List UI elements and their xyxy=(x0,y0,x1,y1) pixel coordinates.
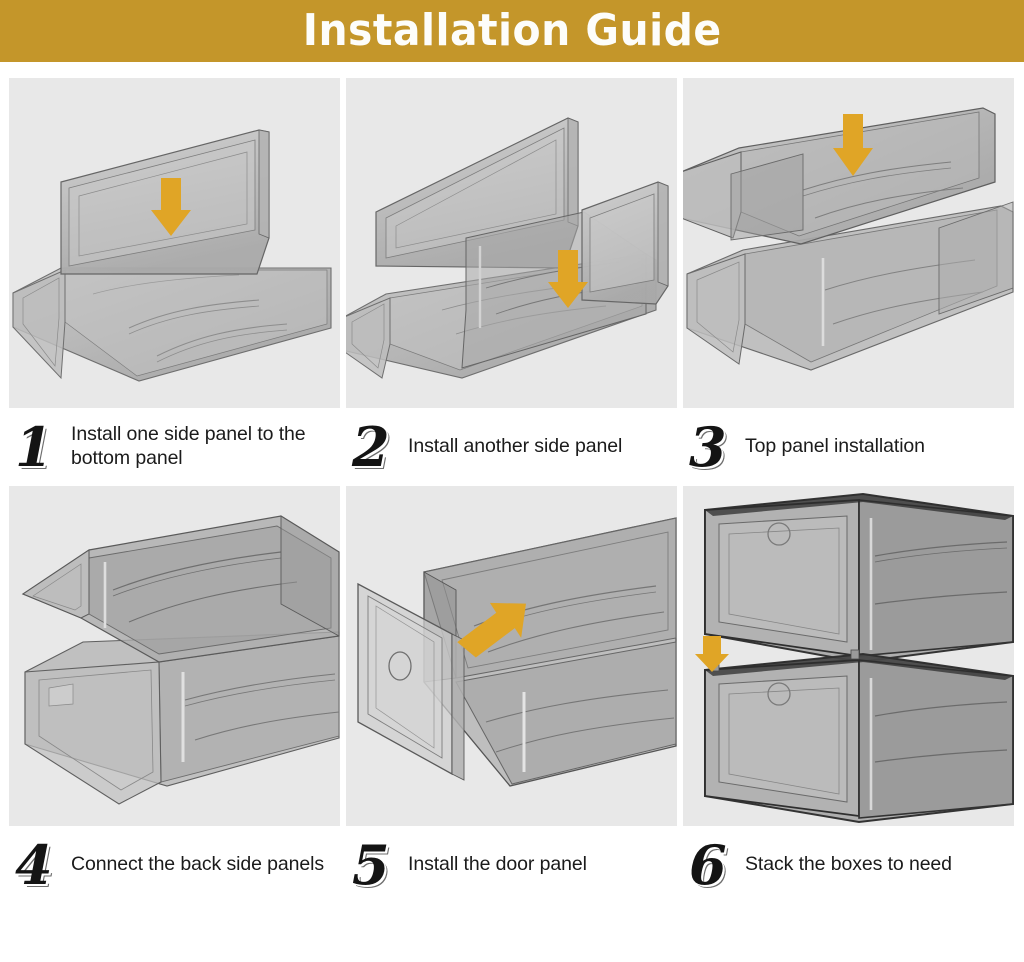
step-1-caption: 1 Install one side panel to the bottom p… xyxy=(9,408,340,486)
top-panel-shape xyxy=(683,107,996,245)
step-3-figure xyxy=(683,78,1014,408)
step-4-figure xyxy=(9,486,340,826)
step-3-number: 3 xyxy=(689,415,727,479)
step-1-text: Install one side panel to the bottom pan… xyxy=(71,423,306,469)
step-1-number: 1 xyxy=(15,415,53,479)
step-cell-3: 3 Top panel installation xyxy=(680,78,1017,486)
step-6-number: 6 xyxy=(689,833,727,897)
step-4-caption: 4 Connect the back side panels xyxy=(9,826,340,904)
down-arrow-icon xyxy=(151,178,191,236)
down-arrow-icon xyxy=(833,114,873,176)
step-5-caption: 5 Install the door panel xyxy=(346,826,677,904)
step-2-caption: 2 Install another side panel xyxy=(346,408,677,486)
step-2-text: Install another side panel xyxy=(408,435,623,458)
installation-steps-grid: 1 Install one side panel to the bottom p… xyxy=(0,62,1024,904)
step-4-text: Connect the back side panels xyxy=(71,853,325,876)
step-5-figure xyxy=(346,486,677,826)
step-1-figure xyxy=(9,78,340,408)
lower-assembly-shape xyxy=(686,201,1014,371)
step-row-bottom: 4 Connect the back side panels xyxy=(6,486,1018,904)
step-cell-5: 5 Install the door panel xyxy=(343,486,680,904)
down-arrow-icon xyxy=(548,250,588,308)
step-2-figure xyxy=(346,78,677,408)
step-3-caption: 3 Top panel installation xyxy=(683,408,1014,486)
header-banner: Installation Guide xyxy=(0,0,1024,62)
step-2-number: 2 xyxy=(352,415,390,479)
upper-body-shape xyxy=(21,515,340,663)
page-title: Installation Guide xyxy=(302,5,722,56)
door-panel-shape xyxy=(357,582,465,781)
top-box-shape xyxy=(704,492,1014,664)
second-side-panel-shape xyxy=(581,181,669,305)
step-6-figure xyxy=(683,486,1014,826)
step-cell-6: 6 Stack the boxes to need xyxy=(680,486,1017,904)
step-6-text: Stack the boxes to need xyxy=(745,853,952,876)
lower-body-shape xyxy=(24,631,340,805)
step-6-caption: 6 Stack the boxes to need xyxy=(683,826,1014,904)
step-cell-4: 4 Connect the back side panels xyxy=(6,486,343,904)
step-cell-2: 2 Install another side panel xyxy=(343,78,680,486)
step-cell-1: 1 Install one side panel to the bottom p… xyxy=(6,78,343,486)
step-row-top: 1 Install one side panel to the bottom p… xyxy=(6,78,1018,486)
step-5-text: Install the door panel xyxy=(408,853,587,876)
down-arrow-icon xyxy=(695,636,729,672)
step-4-number: 4 xyxy=(15,833,53,897)
step-3-text: Top panel installation xyxy=(745,435,925,458)
diagonal-arrow-icon xyxy=(457,602,526,658)
bottom-box-shape xyxy=(704,649,1014,824)
step-5-number: 5 xyxy=(352,833,390,897)
bottom-panel-shape xyxy=(12,267,332,382)
